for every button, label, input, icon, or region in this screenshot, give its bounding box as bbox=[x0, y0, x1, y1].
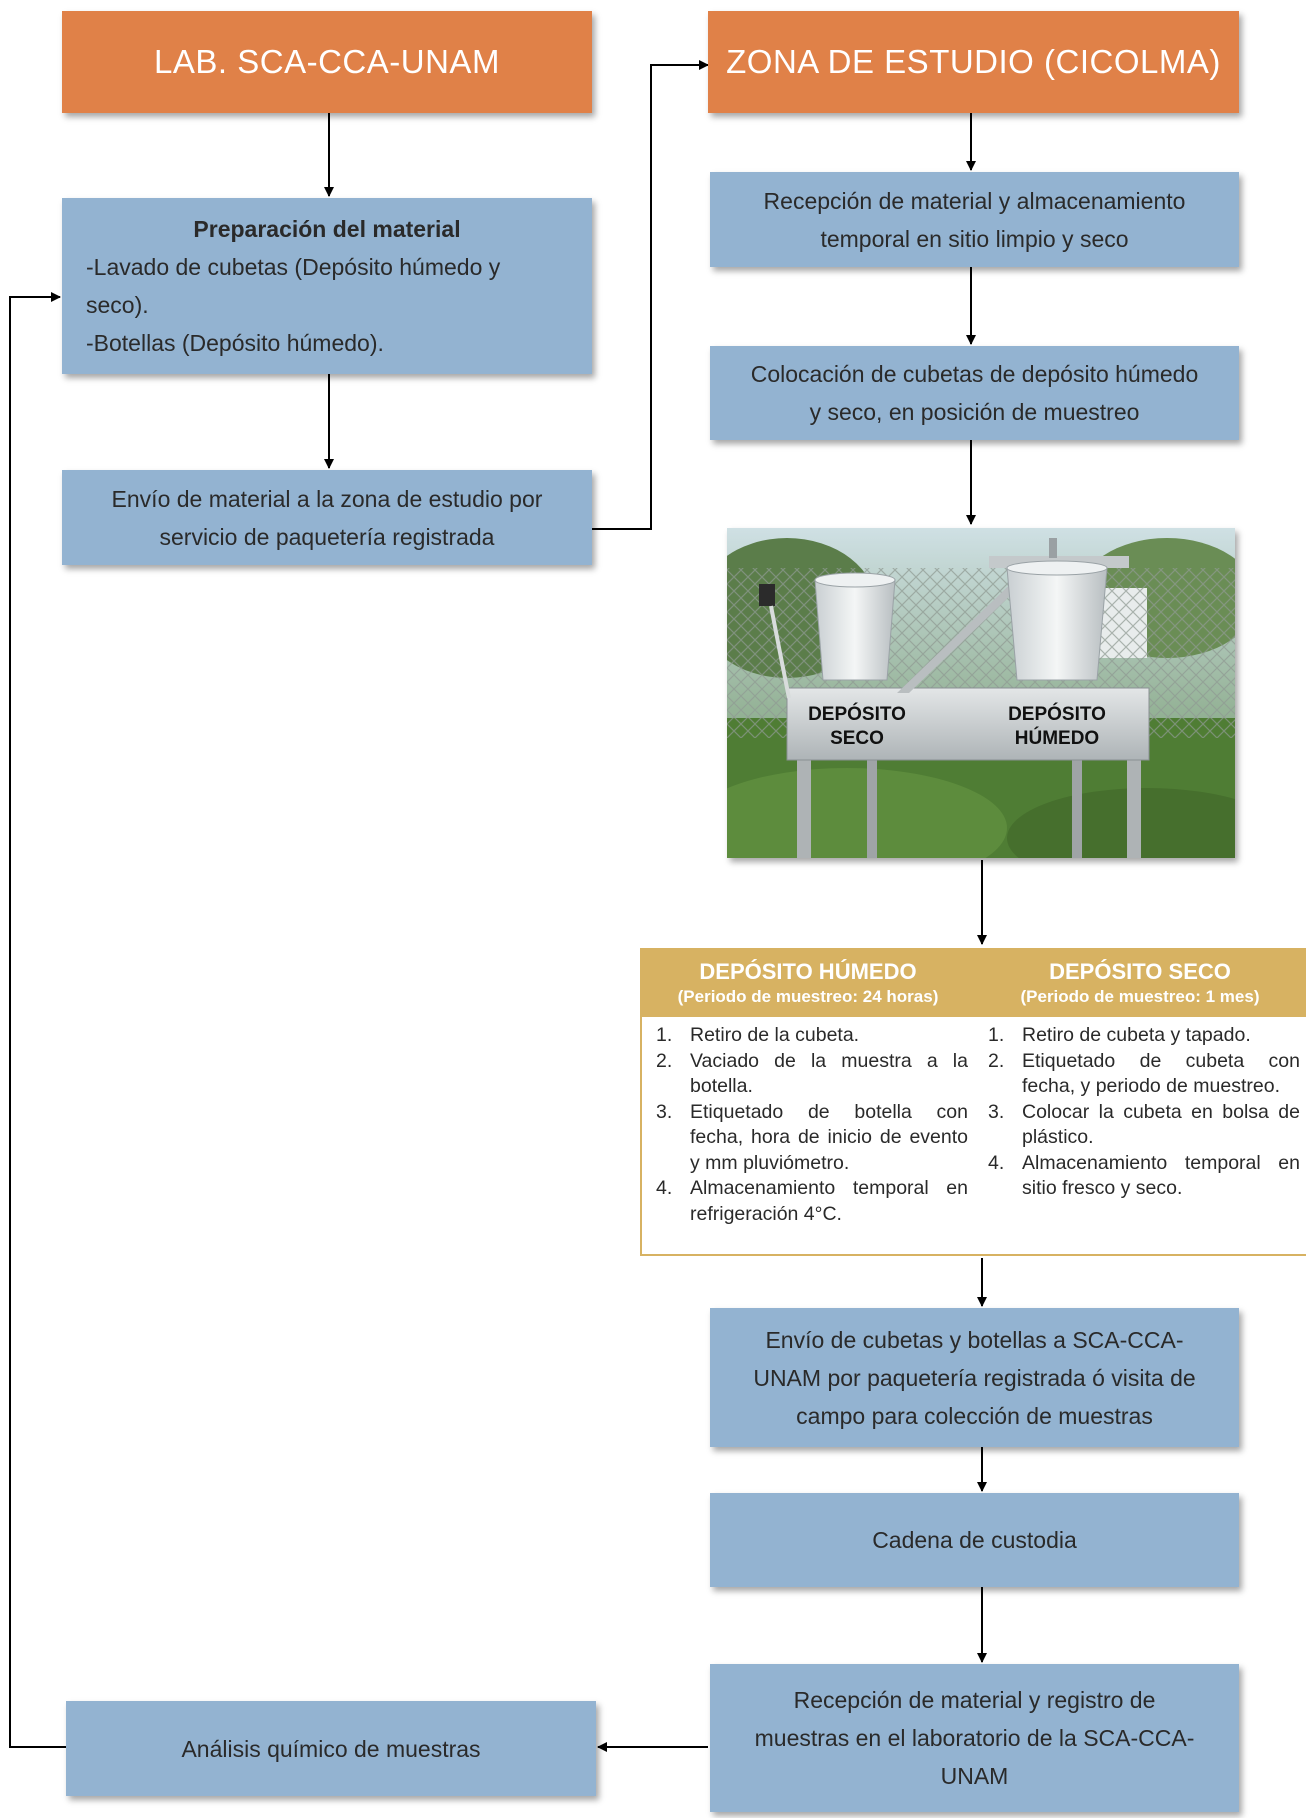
envio-cubetas-box: Envío de cubetas y botellas a SCA-CCA- U… bbox=[710, 1308, 1239, 1447]
preparacion-title: Preparación del material bbox=[193, 216, 461, 242]
cadena-box: Cadena de custodia bbox=[710, 1493, 1239, 1587]
seco-subtitle: (Periodo de muestreo: 1 mes) bbox=[1020, 986, 1260, 1006]
recepcion-lab-line: muestras en el laboratorio de la SCA-CCA… bbox=[754, 1725, 1195, 1751]
list-item: 4.Almacenamiento temporal en sitio fresc… bbox=[988, 1151, 1300, 1200]
list-item: 1.Retiro de cubeta y tapado. bbox=[988, 1024, 1251, 1046]
table-body: 1.Retiro de la cubeta. 2.Vaciado de la m… bbox=[642, 1017, 1306, 1227]
humedo-subtitle: (Periodo de muestreo: 24 horas) bbox=[677, 986, 939, 1006]
colocacion-box: Colocación de cubetas de depósito húmedo… bbox=[710, 346, 1239, 440]
recepcion-box: Recepción de material y almacenamiento t… bbox=[710, 172, 1239, 267]
cadena-text: Cadena de custodia bbox=[872, 1527, 1077, 1553]
label-deposito-humedo-1: DEPÓSITO bbox=[1008, 703, 1106, 725]
list-item: 3.Colocar la cubeta en bolsa de plástico… bbox=[988, 1100, 1300, 1149]
envio-cubetas-line: Envío de cubetas y botellas a SCA-CCA- bbox=[765, 1326, 1184, 1353]
zona-header-text: ZONA DE ESTUDIO (CICOLMA) bbox=[726, 43, 1221, 80]
envio-cubetas-line: UNAM por paquetería registrada ó visita … bbox=[753, 1364, 1196, 1391]
seco-title: DEPÓSITO SECO bbox=[1049, 958, 1231, 984]
humedo-title: DEPÓSITO HÚMEDO bbox=[699, 958, 917, 984]
label-deposito-seco-2: SECO bbox=[830, 728, 884, 749]
lab-header: LAB. SCA-CCA-UNAM bbox=[62, 11, 592, 113]
humedo-steps: 1.Retiro de la cubeta. 2.Vaciado de la m… bbox=[642, 1023, 974, 1227]
recepcion-line: temporal en sitio limpio y seco bbox=[820, 225, 1129, 252]
colocacion-line: Colocación de cubetas de depósito húmedo bbox=[750, 361, 1199, 387]
humedo-header: DEPÓSITO HÚMEDO (Periodo de muestreo: 24… bbox=[642, 948, 974, 1017]
table-header-row: DEPÓSITO HÚMEDO (Periodo de muestreo: 24… bbox=[642, 948, 1306, 1017]
envio-line: Envío de material a la zona de estudio p… bbox=[111, 485, 543, 512]
label-deposito-humedo-2: HÚMEDO bbox=[1015, 727, 1099, 749]
zona-header: ZONA DE ESTUDIO (CICOLMA) bbox=[708, 11, 1239, 113]
preparacion-line: -Lavado de cubetas (Depósito húmedo y bbox=[86, 254, 501, 280]
arrow-envio-to-zona bbox=[592, 60, 709, 530]
recepcion-lab-box: Recepción de material y registro de mues… bbox=[710, 1664, 1239, 1812]
sampling-procedure-table: DEPÓSITO HÚMEDO (Periodo de muestreo: 24… bbox=[640, 948, 1306, 1256]
deposition-sampler-photo: DEPÓSITO SECO DEPÓSITO HÚMEDO bbox=[727, 528, 1235, 858]
envio-line: servicio de paquetería registrada bbox=[159, 523, 495, 550]
list-item: 2.Vaciado de la muestra a la botella. bbox=[656, 1049, 968, 1098]
analisis-text: Análisis químico de muestras bbox=[181, 1735, 481, 1762]
recepcion-lab-line: Recepción de material y registro de bbox=[793, 1687, 1156, 1713]
colocacion-line: y seco, en posición de muestreo bbox=[809, 399, 1140, 425]
envio-box: Envío de material a la zona de estudio p… bbox=[62, 470, 592, 565]
recepcion-lab-line: UNAM bbox=[940, 1763, 1009, 1789]
arrow-analisis-to-preparacion bbox=[9, 292, 66, 1748]
list-item: 3.Etiquetado de botella con fecha, hora … bbox=[656, 1100, 968, 1174]
envio-cubetas-line: campo para colección de muestras bbox=[796, 1402, 1153, 1429]
seco-steps: 1.Retiro de cubeta y tapado. 2.Etiquetad… bbox=[974, 1023, 1306, 1227]
lab-header-text: LAB. SCA-CCA-UNAM bbox=[154, 43, 500, 80]
sampler-illustration: DEPÓSITO SECO DEPÓSITO HÚMEDO bbox=[727, 528, 1235, 858]
list-item: 4.Almacenamiento temporal en refrigeraci… bbox=[656, 1177, 968, 1225]
label-deposito-seco-1: DEPÓSITO bbox=[808, 703, 906, 725]
seco-header: DEPÓSITO SECO (Periodo de muestreo: 1 me… bbox=[974, 948, 1306, 1017]
preparacion-line: seco). bbox=[86, 292, 149, 318]
analisis-box: Análisis químico de muestras bbox=[66, 1701, 596, 1796]
recepcion-line: Recepción de material y almacenamiento bbox=[763, 187, 1186, 214]
list-item: 2.Etiquetado de cubeta con fecha, y peri… bbox=[988, 1049, 1300, 1098]
preparacion-box: Preparación del material -Lavado de cube… bbox=[62, 198, 592, 374]
list-item: 1.Retiro de la cubeta. bbox=[656, 1024, 860, 1046]
preparacion-line: -Botellas (Depósito húmedo). bbox=[86, 330, 384, 356]
